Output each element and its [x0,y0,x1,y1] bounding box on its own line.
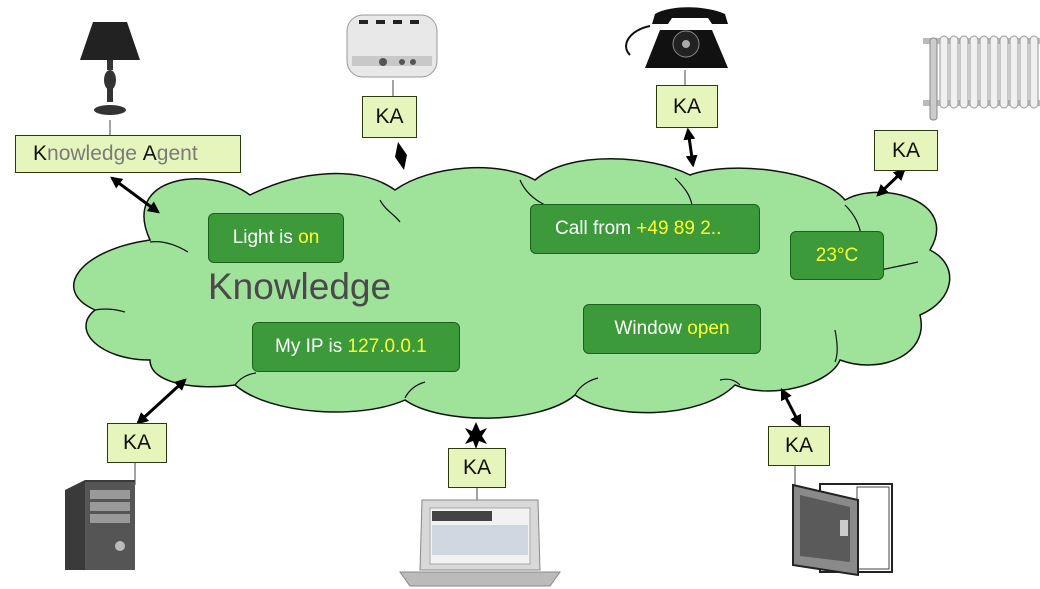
fact-call: Call from +49 89 2.. [530,204,760,254]
telephone-icon [625,7,728,68]
fact-light: Light is on [208,213,344,263]
ka-cloud-arrows [110,127,906,428]
ka-window: KA [768,426,830,466]
ka-laptop: KA [448,448,506,488]
ka-radiator: KA [874,130,938,171]
agent-label-k: K [33,142,48,165]
arrow-window [780,387,802,428]
fact-light-prefix: Light is [232,227,299,248]
arrow-laptop [465,422,487,449]
arrow-toaster [395,142,407,170]
agent-label-nowledge: nowledge [47,142,143,165]
fact-ip: My IP is 127.0.0.1 [252,322,460,372]
ka-computer: KA [107,423,167,463]
fact-light-value: on [298,227,320,248]
fact-ip-prefix: My IP is [275,336,348,357]
agent-label-gent: gent [156,142,198,165]
fact-temperature: 23°C [790,231,884,280]
window-icon [792,483,893,577]
fact-window-value: open [687,318,730,339]
fact-ip-value: 127.0.0.1 [347,336,427,357]
arrow-phone [683,127,698,168]
fact-call-value: +49 89 2.. [636,218,722,239]
arrow-lamp [110,176,160,214]
ka-phone: KA [656,85,718,128]
knowledge-cloud [73,158,951,419]
agent-label-a: A [142,142,157,165]
arrow-computer [136,378,187,425]
lamp-icon [80,22,140,115]
fact-temperature-value: 23°C [815,244,859,266]
toaster-icon [346,14,438,78]
computer-tower-icon [65,480,135,570]
knowledge-label: Knowledge [208,266,392,307]
radiator-icon [923,35,1040,121]
fact-window-prefix: Window [614,318,688,339]
arrow-radiator [876,168,906,197]
ka-toaster: KA [362,96,417,138]
fact-call-prefix: Call from [555,218,637,239]
fact-window: Window open [583,304,761,354]
laptop-icon [399,499,561,587]
